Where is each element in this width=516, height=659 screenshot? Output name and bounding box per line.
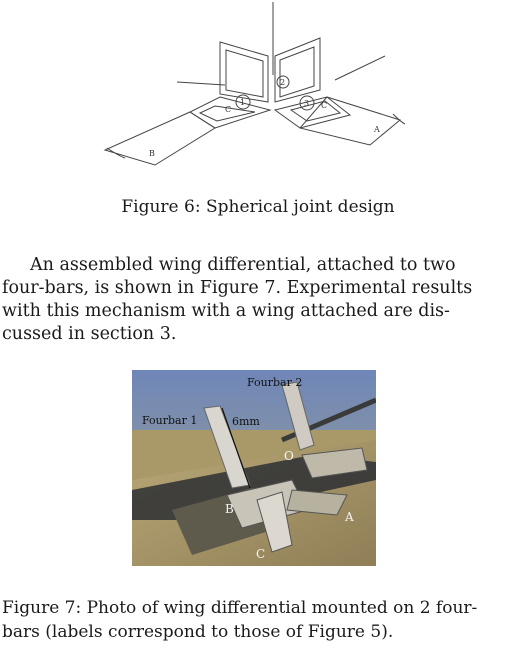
photo-scale-bar: [221, 407, 251, 489]
label-A: A: [373, 125, 380, 134]
paragraph-line: four-bars, is shown in Figure 7. Experim…: [2, 278, 473, 298]
spherical-joint-diagram: 1 2 3 C C A B: [103, 2, 406, 166]
right-vertical-plate: [274, 37, 321, 103]
right-hinge-plate: [273, 96, 352, 129]
panel-B-edge-curve: [106, 147, 126, 159]
photo-label-fourbar-2: Fourbar 2: [247, 376, 302, 389]
paragraph-line: with this mechanism with a wing attached…: [2, 301, 450, 321]
axis-line-upper-right: [334, 55, 386, 81]
joint-marker-3: [299, 95, 315, 111]
photo-fourbar-1-link: [203, 405, 251, 489]
left-hinge-plate-inner: [198, 105, 256, 122]
label-1: 1: [240, 98, 245, 107]
photo-label-O: O: [284, 449, 294, 463]
joint-marker-2: [276, 75, 290, 89]
panel-A: [299, 96, 402, 146]
body-paragraph: An assembled wing differential, attached…: [2, 254, 502, 346]
joint-marker-1: [235, 94, 251, 110]
photo-fourbar-2-link: [281, 381, 315, 451]
figure-7-photo: Fourbar 2 Fourbar 1 6mm O B A C: [132, 370, 376, 566]
photo-label-A: A: [344, 510, 354, 524]
panel-A-edge-curve: [392, 113, 406, 125]
left-vertical-plate: [219, 41, 269, 103]
label-2: 2: [280, 78, 285, 87]
paragraph-line: An assembled wing differential, attached…: [30, 255, 456, 275]
caption-line: bars (labels correspond to those of Figu…: [2, 622, 394, 642]
figure-6-caption: Figure 6: Spherical joint design: [121, 197, 395, 217]
label-C-right: C: [321, 101, 327, 110]
photo-label-B: B: [225, 502, 234, 516]
photo-right-plate: [301, 447, 368, 479]
left-vertical-plate-inner: [225, 49, 264, 98]
photo-label-scale: 6mm: [232, 415, 260, 428]
photo-right-lower-plate: [286, 489, 348, 516]
photo-vertical-plate: [256, 491, 293, 553]
wing-differential-photo: Fourbar 2 Fourbar 1 6mm O B A C: [132, 370, 376, 566]
axis-line-left: [176, 81, 226, 86]
right-vertical-plate-inner: [279, 46, 315, 98]
photo-label-fourbar-1: Fourbar 1: [142, 414, 197, 427]
photo-label-C: C: [256, 547, 265, 561]
paragraph-line: cussed in section 3.: [2, 324, 177, 344]
figure-6-drawing: 1 2 3 C C A B: [95, 0, 425, 170]
label-B: B: [149, 149, 155, 158]
panel-B: [103, 111, 216, 166]
label-C-left: C: [225, 105, 231, 114]
caption-line: Figure 7: Photo of wing differential mou…: [2, 598, 478, 618]
figure-7-caption: Figure 7: Photo of wing differential mou…: [2, 596, 508, 644]
label-3: 3: [304, 99, 309, 108]
